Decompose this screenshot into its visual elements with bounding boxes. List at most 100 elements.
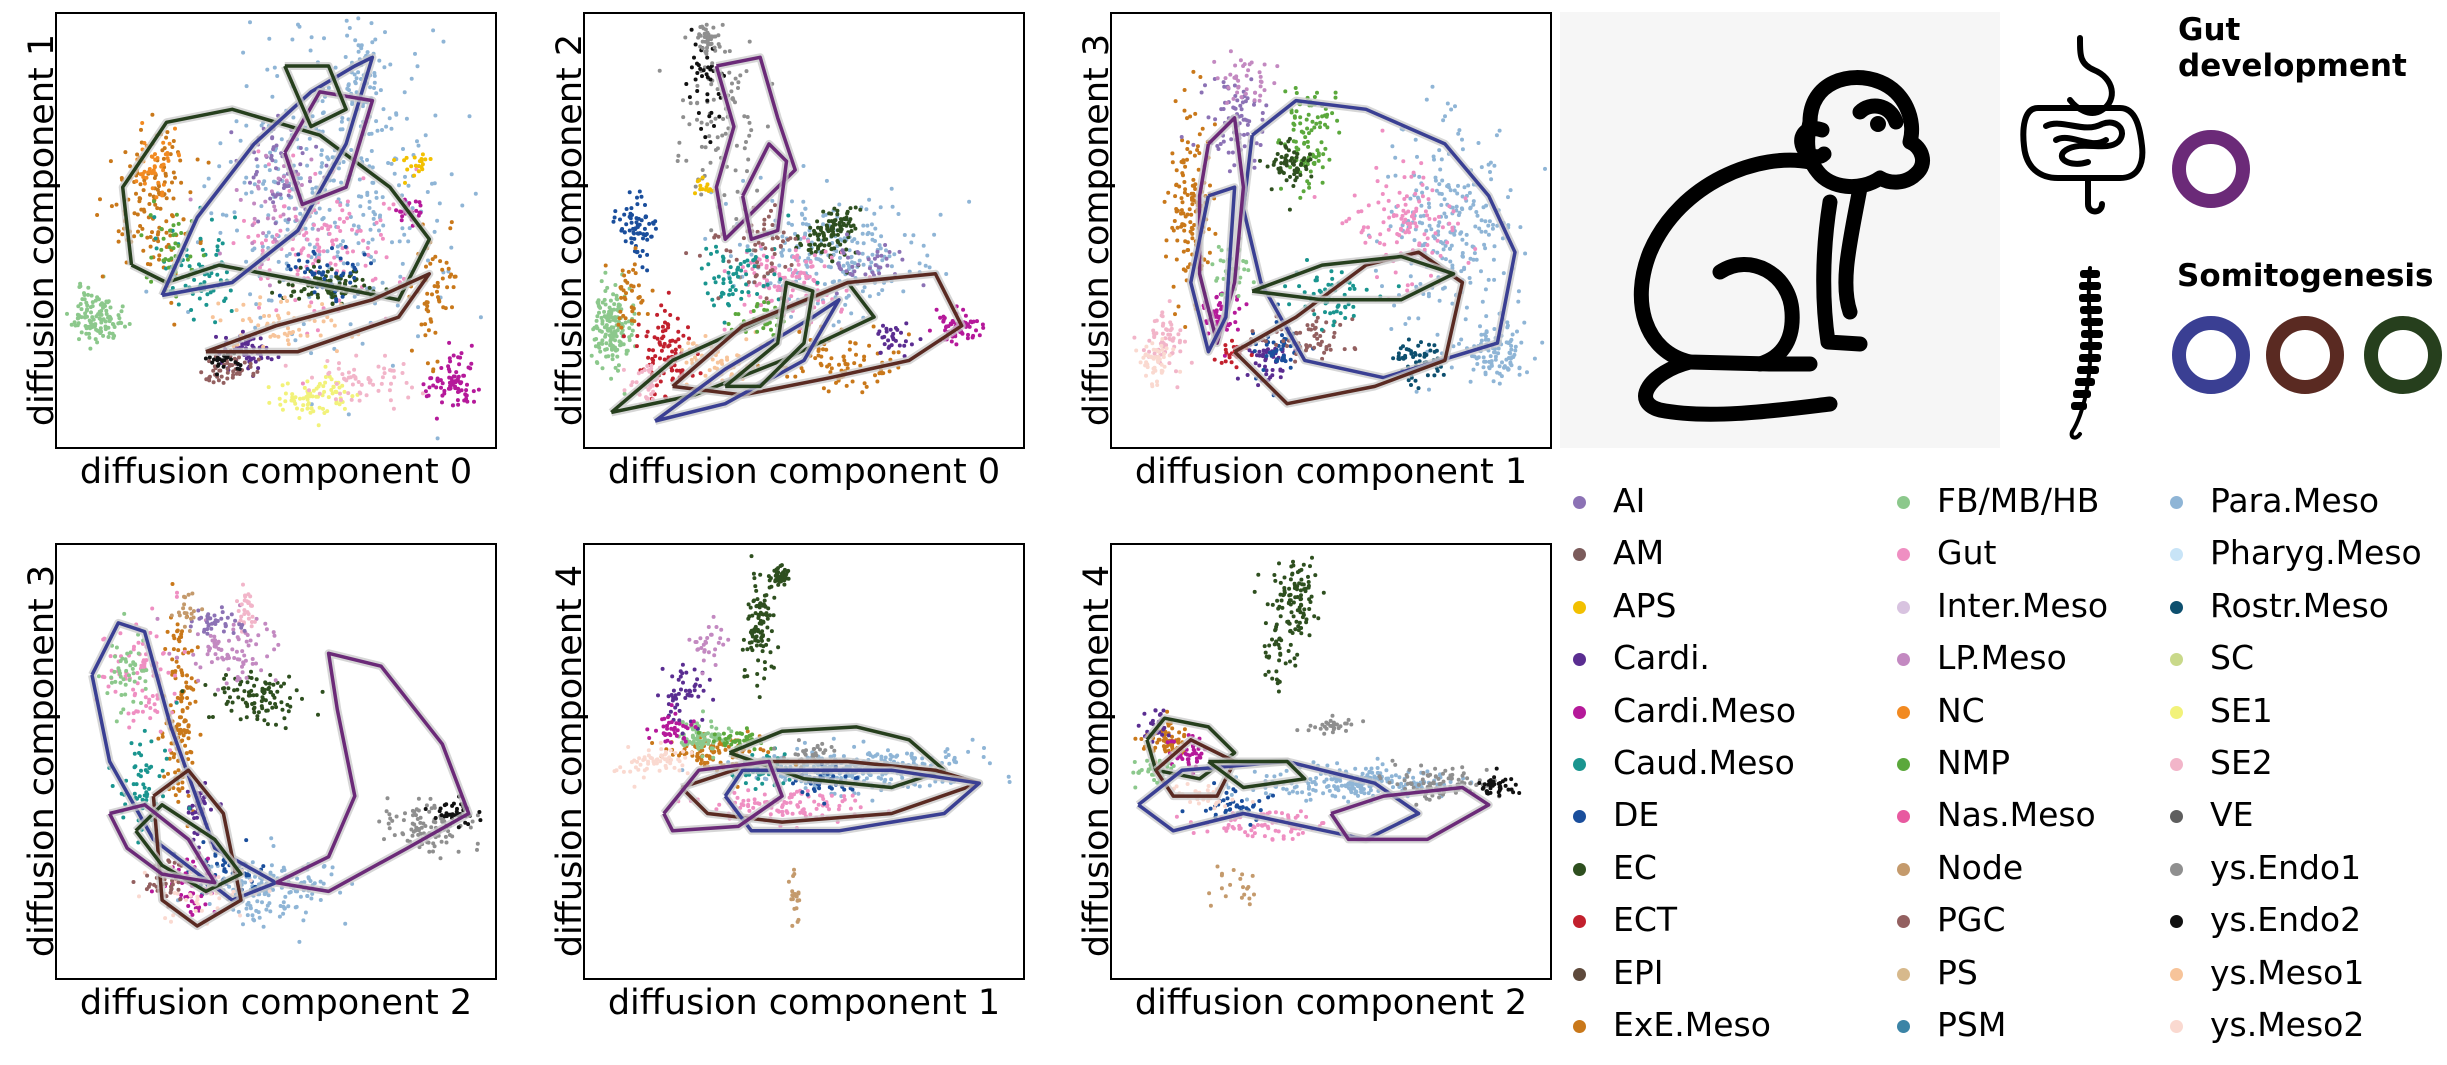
scatter-point [1350, 317, 1355, 322]
scatter-point [296, 22, 300, 27]
scatter-point [372, 86, 376, 90]
scatter-point [1415, 154, 1419, 159]
scatter-point [1497, 371, 1502, 376]
scatter-point [419, 322, 424, 327]
scatter-point [755, 188, 760, 193]
scatter-point [334, 381, 339, 386]
scatter-point [1224, 350, 1229, 355]
scatter-point [1219, 292, 1224, 297]
scatter-point [733, 100, 737, 105]
scatter-point [354, 76, 359, 81]
scatter-point [267, 681, 272, 686]
scatter-point [1288, 174, 1292, 179]
scatter-point [330, 391, 335, 396]
scatter-point [684, 82, 689, 86]
scatter-point [1380, 192, 1385, 196]
scatter-point [709, 228, 714, 233]
scatter-point [178, 696, 182, 701]
scatter-point [388, 62, 393, 67]
scatter-point [265, 355, 270, 360]
scatter-point [686, 341, 691, 346]
scatter-point [1318, 125, 1322, 130]
scatter-point [1320, 356, 1325, 361]
scatter-point [718, 359, 723, 364]
scatter-point [398, 274, 403, 279]
scatter-point [1301, 130, 1306, 135]
scatter-point [350, 227, 354, 232]
scatter-point [271, 179, 276, 184]
scatter-point [1227, 169, 1232, 174]
scatter-point [1306, 144, 1311, 149]
scatter-point [1402, 175, 1407, 180]
scatter-point [1298, 195, 1303, 200]
scatter-point [676, 153, 681, 158]
scatter-point [1224, 327, 1229, 332]
scatter-point [635, 202, 640, 207]
scatter-point [251, 175, 256, 180]
scatter-point [630, 328, 635, 333]
scatter-point [861, 241, 866, 246]
scatter-point [1279, 186, 1283, 191]
scatter-point [1232, 83, 1237, 88]
trajectory-outline-blue [1241, 98, 1517, 380]
scatter-point [834, 249, 839, 254]
scatter-point [1476, 141, 1481, 145]
scatter-point [425, 291, 430, 296]
scatter-point [1460, 237, 1465, 242]
scatter-point [641, 236, 645, 241]
scatter-point [325, 263, 330, 268]
scatter-point [75, 312, 80, 317]
scatter-point [757, 257, 762, 262]
scatter-point [308, 48, 313, 53]
scatter-point [883, 243, 888, 247]
scatter-point [841, 263, 846, 268]
scatter-point [741, 178, 746, 183]
scatter-point [761, 284, 766, 288]
scatter-point [1434, 188, 1439, 193]
scatter-point [794, 275, 799, 279]
scatter-point [170, 669, 175, 674]
scatter-point [628, 216, 633, 221]
scatter-point [1491, 257, 1496, 262]
scatter-point [180, 670, 184, 675]
scatter-point [1417, 174, 1422, 179]
scatter-point [1288, 365, 1293, 370]
scatter-point [727, 292, 732, 297]
scatter-point [1312, 95, 1317, 99]
scatter-point [327, 207, 332, 212]
scatter-point [1215, 76, 1220, 81]
scatter-point [1441, 247, 1446, 252]
scatter-point [120, 304, 125, 309]
scatter-point [614, 334, 619, 339]
scatter-point [258, 295, 263, 300]
scatter-point [715, 146, 720, 151]
scatter-point [1258, 158, 1262, 163]
scatter-point [317, 405, 322, 410]
scatter-point [352, 275, 357, 280]
scatter-point [599, 279, 604, 284]
scatter-point [1152, 351, 1157, 356]
scatter-point [606, 354, 611, 359]
scatter-point [838, 255, 842, 260]
scatter-point [629, 206, 634, 211]
scatter-point [1293, 86, 1298, 90]
scatter-point [659, 348, 664, 353]
scatter-point [1251, 280, 1256, 285]
scatter-point [746, 263, 751, 268]
scatter-point [1265, 164, 1270, 169]
scatter-point [355, 229, 360, 234]
scatter-point [432, 284, 437, 289]
scatter-plot-1 [65, 16, 483, 441]
scatter-point [77, 337, 81, 342]
scatter-point [301, 403, 306, 408]
scatter-point [647, 347, 652, 352]
scatter-point [1432, 217, 1437, 222]
scatter-point [1518, 225, 1523, 230]
scatter-point [739, 296, 744, 301]
scatter-point [147, 167, 152, 171]
scatter-point [847, 248, 852, 253]
scatter-point [400, 371, 405, 375]
scatter-point [323, 364, 328, 369]
scatter-point [1252, 158, 1257, 163]
scatter-point [315, 276, 320, 281]
